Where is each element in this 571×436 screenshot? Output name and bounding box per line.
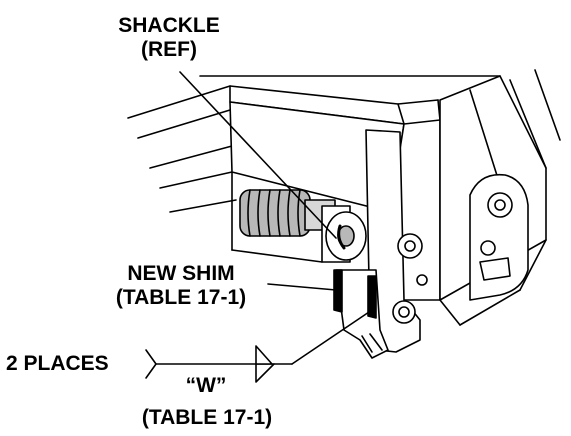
bracket-housing [229, 85, 441, 301]
new-shim-label: NEW SHIM (TABLE 17-1) [94, 262, 268, 310]
weld-table-ref-label: (TABLE 17-1) [141, 406, 273, 429]
two-places-label: 2 PLACES [6, 352, 109, 375]
new-shim-label-line1: NEW SHIM [127, 262, 235, 285]
fillet-weld-triangle-lower [255, 363, 275, 383]
shackle-label-line2: (REF) [141, 38, 197, 61]
side-plate [469, 173, 529, 301]
boom-tube [127, 75, 501, 213]
weld-tail [145, 349, 157, 379]
weld-size-label: “W” [185, 374, 227, 397]
weld-symbol [145, 309, 373, 383]
weld-arrow-line [291, 309, 373, 365]
shackle [321, 205, 367, 263]
fillet-weld-triangle [255, 345, 273, 365]
shackle-leader [179, 71, 337, 239]
new-shim-leader [267, 283, 337, 291]
shackle-ref-label: SHACKLE (REF) [104, 14, 234, 62]
shackle-label-line1: SHACKLE [118, 14, 220, 37]
spring [239, 189, 336, 237]
link-plate [365, 129, 428, 353]
new-shim [333, 269, 377, 319]
new-shim-label-line2: (TABLE 17-1) [115, 286, 247, 309]
